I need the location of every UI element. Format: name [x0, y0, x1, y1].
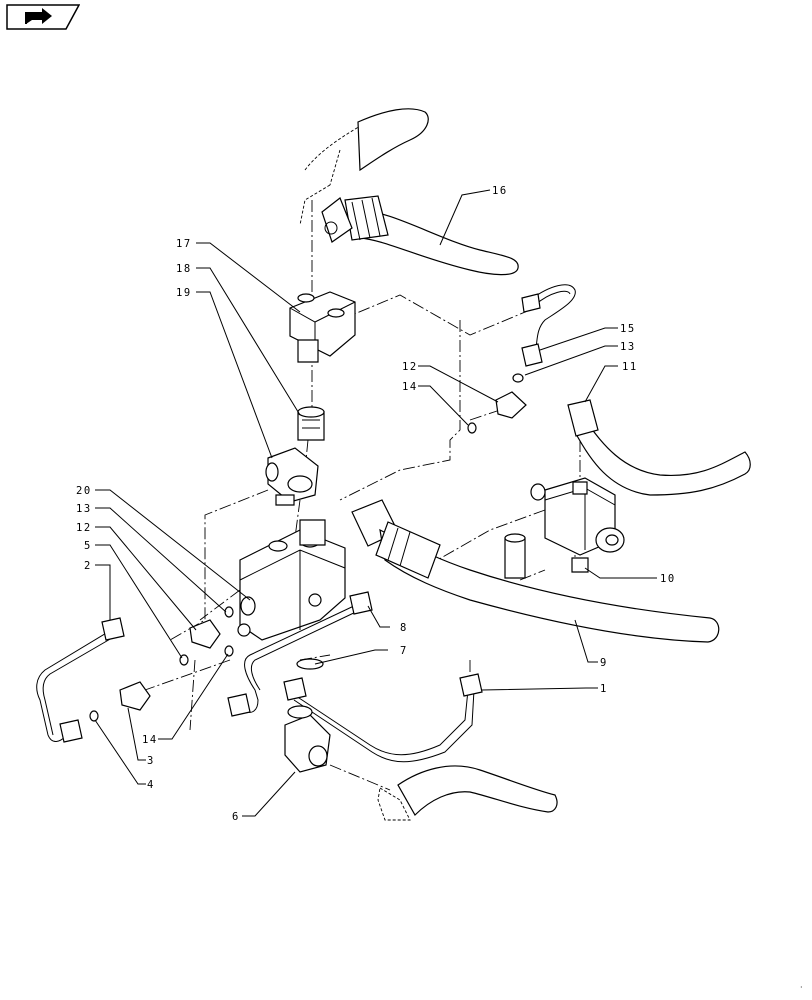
- callout-2: 2: [84, 560, 92, 572]
- corner-mark: ·: [800, 983, 803, 992]
- center-lines: [144, 200, 581, 791]
- callout-14: 14: [402, 381, 418, 393]
- fitting-18: [297, 406, 325, 441]
- callout-4: 4: [147, 779, 155, 791]
- hose-9: [351, 499, 720, 643]
- elbow-fitting-6: [284, 705, 331, 773]
- elbow-fitting-19: [265, 447, 319, 506]
- hose-11: [567, 399, 751, 496]
- callout-5: 5: [84, 540, 92, 552]
- nav-back-button[interactable]: [6, 4, 80, 30]
- tube-assemblies: [36, 591, 483, 763]
- callout-3: 3: [147, 755, 155, 767]
- callout-10: 10: [660, 573, 676, 585]
- valve-10: [504, 477, 625, 579]
- callout-6: 6: [232, 811, 240, 823]
- callout-16: 16: [492, 185, 508, 197]
- callout-14: 14: [142, 734, 158, 746]
- callout-1: 1: [600, 683, 608, 695]
- callout-12: 12: [402, 361, 418, 373]
- callout-13: 13: [76, 503, 92, 515]
- callout-20: 20: [76, 485, 92, 497]
- callout-17: 17: [176, 238, 192, 250]
- hose-16: [299, 108, 519, 276]
- valve-body-20: [237, 519, 346, 641]
- callout-9: 9: [600, 657, 608, 669]
- callout-18: 18: [176, 263, 192, 275]
- callout-19: 19: [176, 287, 192, 299]
- callout-12: 12: [76, 522, 92, 534]
- return-arrow-icon: [25, 8, 52, 24]
- callout-15: 15: [620, 323, 636, 335]
- callout-8: 8: [400, 622, 408, 634]
- callout-7: 7: [400, 645, 408, 657]
- leader-lines: [94, 189, 657, 817]
- callout-13: 13: [620, 341, 636, 353]
- tube-15: [467, 284, 576, 434]
- callout-labels: 1 2 3 4 5 6 7 8 9 10 11 12 12 13 13 14 1…: [76, 185, 676, 823]
- adapter-block-17: [289, 291, 356, 363]
- callout-11: 11: [622, 361, 638, 373]
- bottom-hose: [377, 765, 558, 821]
